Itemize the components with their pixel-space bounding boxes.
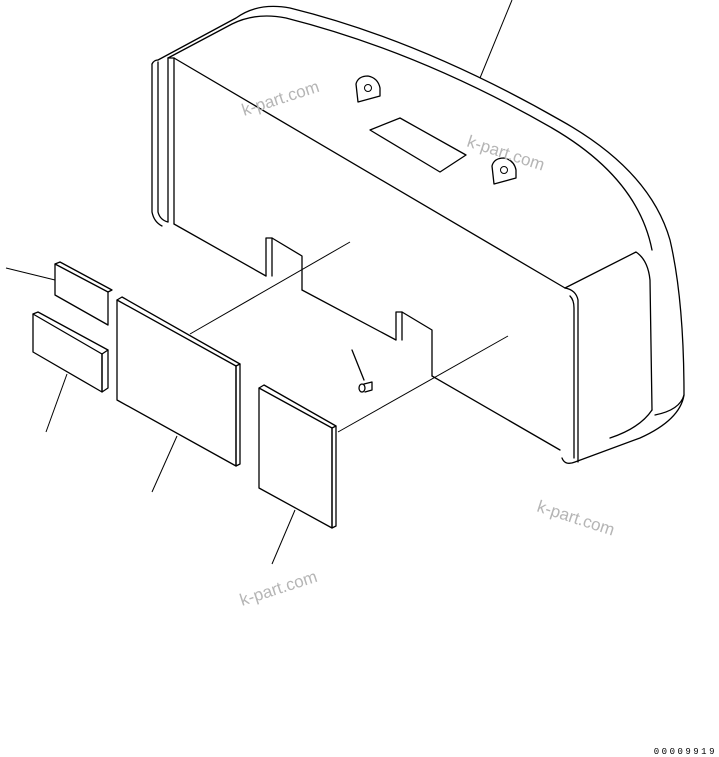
watermark: k-part.com xyxy=(239,77,321,120)
plate-medium xyxy=(258,384,337,529)
watermark: k-part.com xyxy=(535,497,617,540)
lifting-eye-left xyxy=(355,75,381,103)
counterweight xyxy=(151,5,685,464)
watermark: k-part.com xyxy=(237,567,319,610)
leader-lines xyxy=(5,0,513,565)
plate-small-top xyxy=(54,261,113,326)
plate-large xyxy=(116,296,241,467)
plate-small-bottom xyxy=(32,311,109,393)
bolt xyxy=(351,349,373,393)
lifting-eye-right xyxy=(491,157,517,185)
top-slot xyxy=(369,117,467,173)
watermark: k-part.com xyxy=(465,132,547,175)
drawing-number: 00009919 xyxy=(653,747,717,757)
